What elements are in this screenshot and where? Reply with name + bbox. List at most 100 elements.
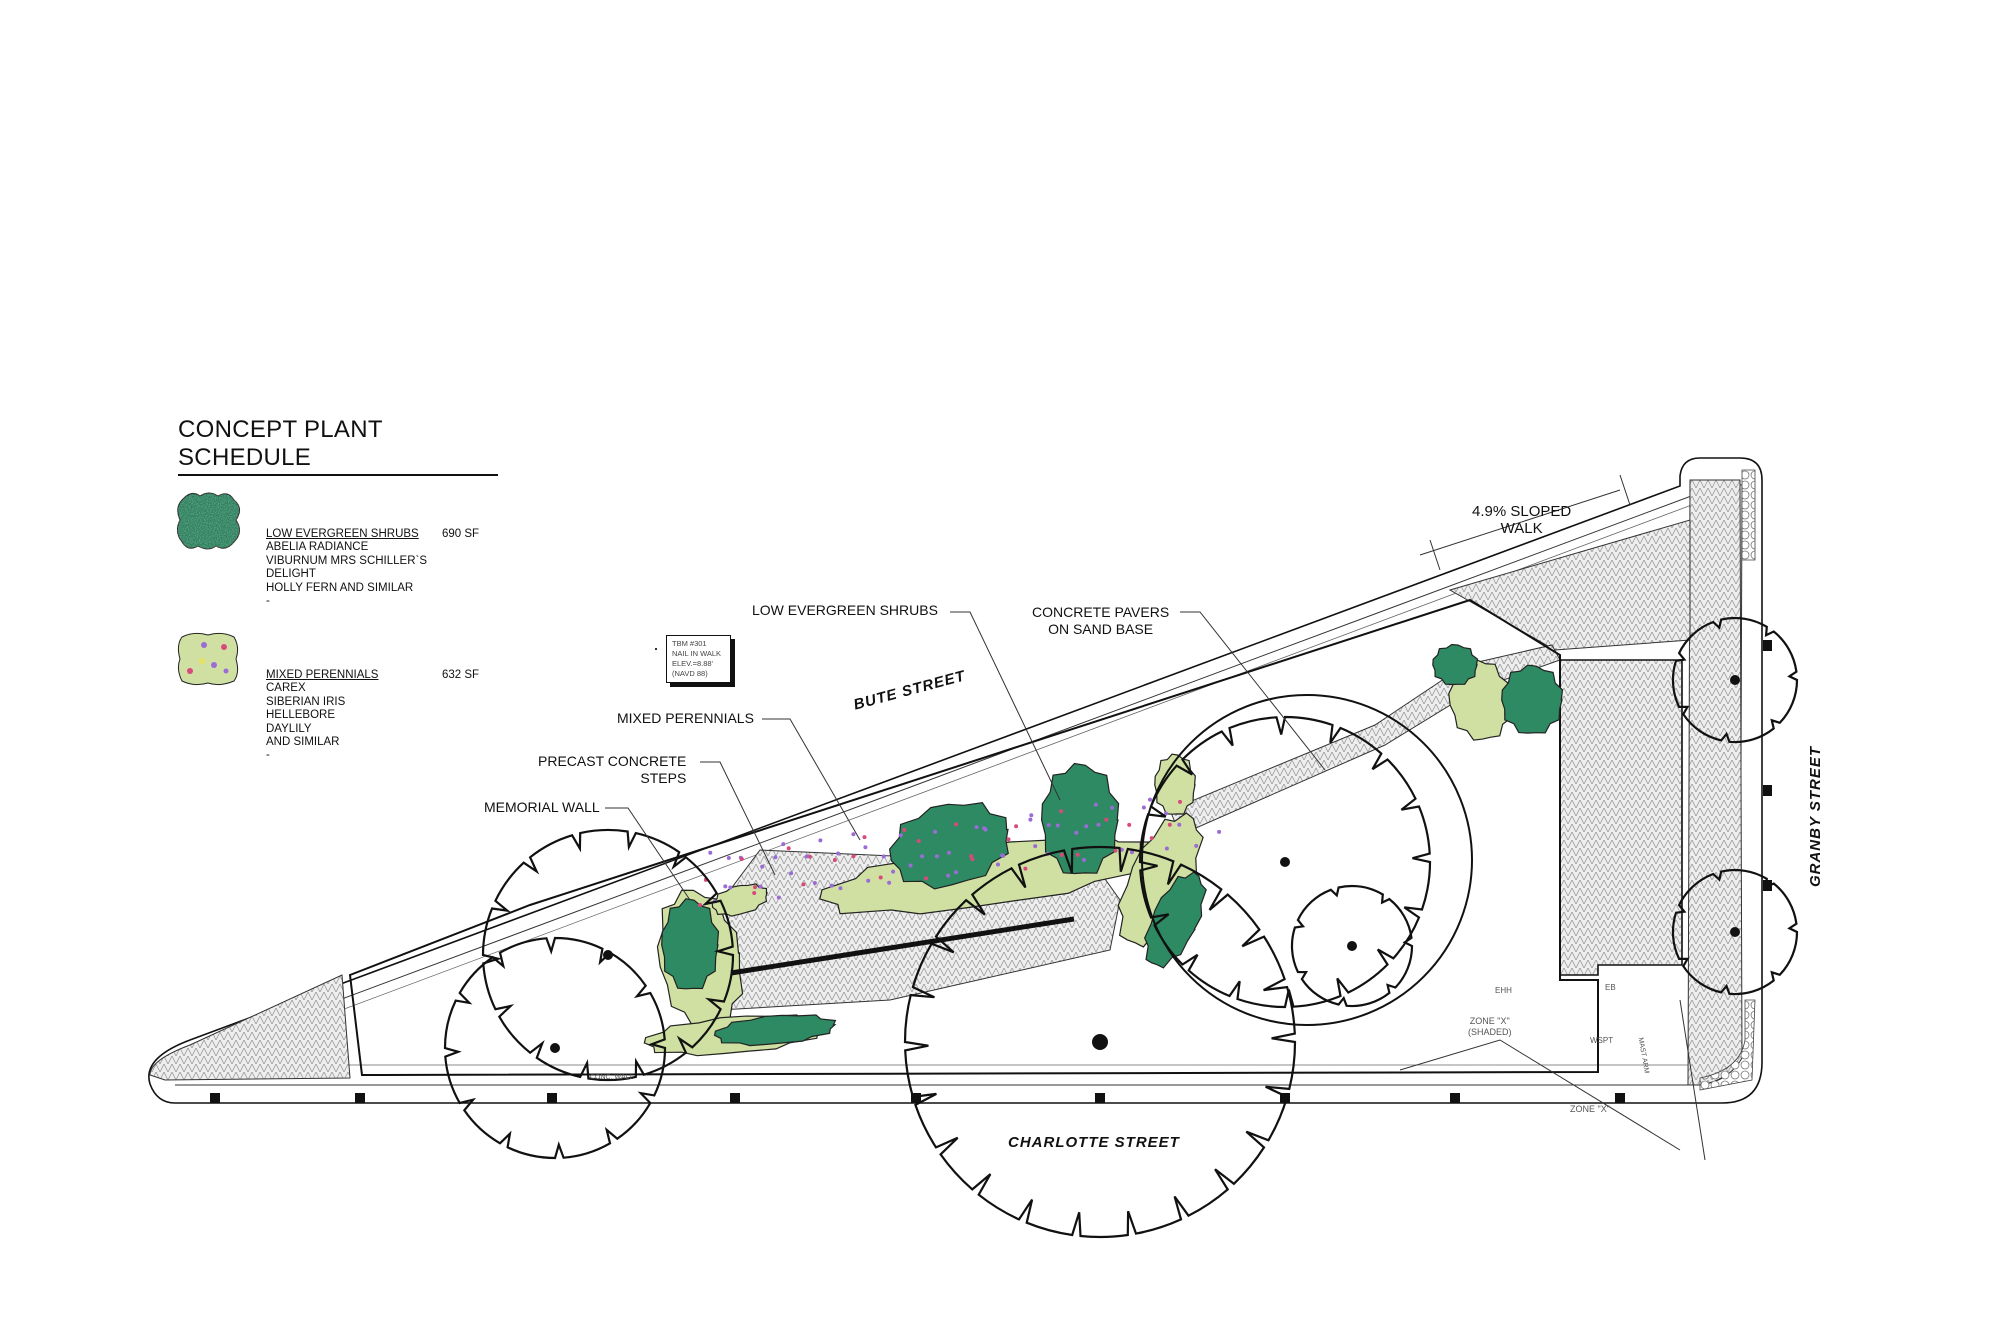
flower-mark <box>1096 822 1101 827</box>
flower-mark <box>1014 824 1019 829</box>
ehh-label: EHH <box>1495 986 1512 995</box>
street-post <box>210 1093 220 1103</box>
planting-beds <box>643 643 1564 1057</box>
shrub-bed <box>713 1014 837 1047</box>
flower-mark <box>801 882 806 887</box>
park-boundary <box>348 598 1599 1077</box>
tree-trunk <box>1280 857 1290 867</box>
flower-mark <box>753 885 757 890</box>
flower-mark <box>863 845 868 850</box>
street-post <box>1095 1093 1105 1103</box>
perennial-bed <box>1154 753 1196 815</box>
tree-canopy-outline <box>1141 694 1473 1026</box>
shrub-bed <box>1432 643 1479 686</box>
flower-mark <box>739 857 744 861</box>
flower-mark <box>1055 823 1060 828</box>
street-post <box>911 1093 921 1103</box>
street-label-granby: GRANBY STREET <box>1807 745 1825 888</box>
flower-mark <box>1217 829 1222 834</box>
flower-mark <box>1000 853 1005 858</box>
tree-trunk <box>550 1043 560 1053</box>
flower-mark <box>866 878 871 883</box>
flower-mark <box>1149 836 1154 841</box>
flower-mark <box>916 839 921 843</box>
flower-mark <box>812 881 817 885</box>
flower-mark <box>862 835 867 840</box>
eb-label: EB <box>1605 983 1616 992</box>
flower-mark <box>970 857 975 862</box>
flower-mark <box>832 858 837 862</box>
flower-mark <box>933 829 938 834</box>
tree-canopy <box>443 936 667 1160</box>
callout-perennials: MIXED PERENNIALS <box>617 710 754 726</box>
flower-mark <box>908 863 913 868</box>
flower-mark <box>1110 805 1115 810</box>
wspt-label: WSPT <box>1590 1036 1614 1045</box>
flower-mark <box>1029 813 1034 818</box>
flower-mark <box>1028 817 1033 822</box>
flower-mark <box>789 871 794 876</box>
conc-wall-label: CONC. WALL <box>590 1074 634 1081</box>
shrub-bed <box>661 898 720 990</box>
flower-mark <box>773 855 778 860</box>
flower-mark <box>1119 847 1124 852</box>
flower-mark <box>1127 822 1132 827</box>
perennial-bed <box>1117 812 1204 948</box>
flower-mark <box>776 895 781 900</box>
flower-mark <box>836 851 841 856</box>
legend-title: CONCEPT PLANT SCHEDULE <box>178 416 498 476</box>
flower-mark <box>969 854 974 859</box>
street-posts <box>210 640 1772 1103</box>
tree-trunk <box>1092 1034 1108 1050</box>
street-post <box>1615 1093 1625 1103</box>
flower-mark <box>1059 853 1064 857</box>
flower-mark <box>786 846 791 851</box>
street-post <box>1763 880 1772 891</box>
callout-pavers: CONCRETE PAVERS ON SAND BASE <box>1032 604 1170 637</box>
flower-mark <box>954 822 959 827</box>
callout-shrubs: LOW EVERGREEN SHRUBS <box>752 602 938 618</box>
leader-lines <box>605 474 1706 1161</box>
flower-mark <box>887 880 892 885</box>
tree-canopy <box>1138 715 1432 1009</box>
flower-mark <box>728 885 733 890</box>
flower-mark <box>807 854 812 859</box>
perennial-swatch-icon <box>177 632 239 686</box>
legend-item-shrubs: LOW EVERGREEN SHRUBS ABELIA RADIANCE VIB… <box>176 476 498 607</box>
flower-mark <box>1164 846 1169 851</box>
flower-mark <box>947 850 951 855</box>
flower-mark <box>838 886 843 891</box>
flower-mark <box>1141 805 1146 810</box>
benchmark-box: TBM #301 NAIL IN WALK ELEV.=8.88' (NAVD … <box>666 635 731 683</box>
zone-shaded-label: ZONE "X" (SHADED) <box>1468 1016 1512 1037</box>
flower-mark <box>1167 822 1172 827</box>
flower-mark <box>758 884 763 889</box>
callout-sloped-walk: 4.9% SLOPED WALK <box>1472 503 1572 537</box>
callout-steps: PRECAST CONCRETE STEPS <box>538 753 687 786</box>
shrub-swatch-icon <box>176 492 240 550</box>
legend-item-area: 690 SF <box>442 528 480 540</box>
street-post <box>1763 640 1772 651</box>
flower-mark <box>974 825 979 830</box>
legend-item-name: LOW EVERGREEN SHRUBS <box>266 528 419 540</box>
flower-mark <box>804 854 809 859</box>
street-post <box>547 1093 557 1103</box>
flower-mark <box>1177 822 1182 827</box>
tree-trunk <box>1730 927 1740 937</box>
street-post <box>1763 785 1772 796</box>
flower-mark <box>898 833 903 838</box>
trees <box>443 616 1799 1239</box>
street-label-charlotte: CHARLOTTE STREET <box>1008 1134 1180 1151</box>
tree-canopy <box>1290 884 1414 1008</box>
flower-mark <box>1033 844 1038 849</box>
tree-canopy <box>1671 616 1799 744</box>
flower-mark <box>1093 802 1098 807</box>
tree-trunk <box>1347 941 1357 951</box>
flower-mark <box>1148 797 1152 802</box>
street-post <box>730 1093 740 1103</box>
benchmark-point <box>655 648 657 650</box>
flower-mark <box>946 873 951 878</box>
flower-mark <box>723 884 728 889</box>
flower-mark <box>851 832 856 837</box>
